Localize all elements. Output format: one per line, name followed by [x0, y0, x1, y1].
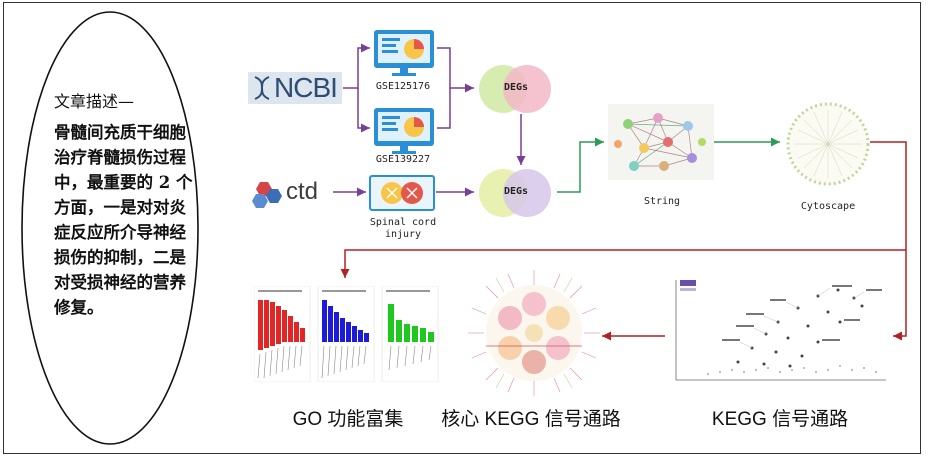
gse1-label: GSE125176	[375, 81, 431, 92]
degs-bottom-label: DEGs	[503, 186, 529, 197]
description-title: 文章描述—	[54, 92, 135, 111]
gse2-label: GSE139227	[375, 154, 431, 165]
ctd-logo-text: ctd	[286, 178, 319, 205]
ncbi-logo-text: NCBI	[274, 72, 338, 103]
kegg-scatter-image	[675, 280, 886, 381]
dna-helix-icon	[254, 76, 270, 100]
arrow-ncbi-gse1	[343, 43, 370, 89]
go-chart-blue	[317, 286, 375, 382]
monitor-icon-gse2	[374, 108, 434, 154]
arrow-degs-string	[557, 137, 604, 193]
go-chart-red	[254, 286, 311, 382]
cytoscape-network-image	[786, 102, 870, 186]
venn-degs-top	[479, 65, 551, 113]
arrow-to-go	[340, 249, 906, 278]
string-label: String	[643, 196, 681, 207]
cytoscape-label: Cytoscape	[800, 201, 856, 212]
description-text: 文章描述— 骨髓间充质干细胞治疗脊髓损伤过程中，最重要的 2 个方面，一是对对炎…	[54, 88, 194, 320]
degs-top-label: DEGs	[503, 82, 529, 93]
spinal-cord-label: Spinal cord injury	[358, 217, 448, 241]
go-chart-green	[381, 286, 439, 382]
description-ellipse	[21, 11, 199, 445]
go-enrichment-label: GO 功能富集	[292, 409, 404, 430]
arrow-cytoscape-kegg	[870, 141, 907, 341]
arrow-gse2-degs	[437, 88, 451, 129]
spinal-cord-icon	[369, 175, 435, 211]
spinal-cord-label-line1: Spinal cord	[369, 217, 437, 228]
arrow-gse1-degs	[437, 47, 474, 93]
string-network-image	[608, 104, 714, 180]
go-enrichment-charts	[254, 286, 439, 382]
kegg-label: KEGG 信号通路	[711, 409, 849, 430]
description-body: 骨髓间充质干细胞治疗脊髓损伤过程中，最重要的 2 个方面，一是对对炎症反应所介导…	[54, 123, 193, 317]
core-kegg-label: 核心 KEGG 信号通路	[441, 409, 621, 430]
hexagon-cluster-icon	[252, 182, 282, 208]
ncbi-logo: NCBI	[248, 72, 342, 104]
arrow-ncbi-gse2	[357, 88, 370, 133]
core-kegg-network-image	[468, 270, 600, 396]
monitor-icon-gse1	[374, 30, 434, 76]
venn-degs-bottom	[479, 169, 551, 217]
spinal-cord-label-line2: injury	[384, 229, 422, 240]
ctd-logo: ctd	[250, 178, 330, 208]
